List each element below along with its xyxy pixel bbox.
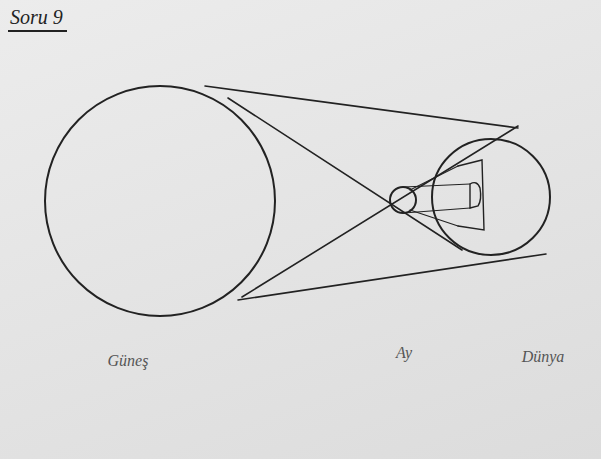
body-label: Güneş — [108, 352, 149, 370]
penumbra-line — [410, 210, 458, 226]
tangent-line — [242, 126, 518, 297]
earth-circle — [432, 139, 550, 255]
sun-circle — [45, 86, 275, 316]
title-underline — [8, 30, 67, 32]
umbra-region — [470, 183, 481, 208]
tangent-line — [228, 98, 462, 250]
penumbra-line — [410, 166, 458, 190]
umbra-line — [404, 184, 470, 187]
body-label: Ay — [396, 344, 412, 362]
tangent-line — [238, 254, 546, 300]
tangent-line — [205, 86, 518, 128]
umbra-line — [404, 208, 470, 213]
body-label: Dünya — [522, 348, 565, 366]
title: Soru 9 — [10, 6, 63, 29]
penumbra-region — [458, 160, 484, 230]
